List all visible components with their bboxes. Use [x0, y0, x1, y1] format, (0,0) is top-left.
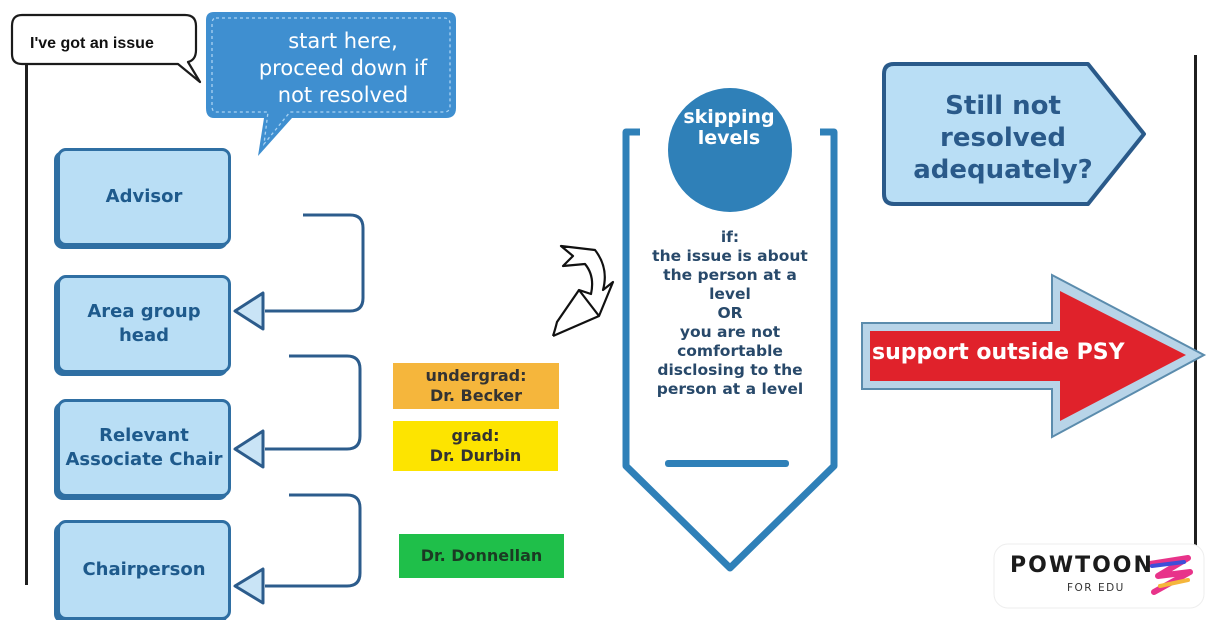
speech-bubble-icon: [10, 13, 202, 84]
title-line: levels: [697, 127, 761, 149]
condition-line: disclosing to the: [657, 361, 803, 379]
instruction-line: start here,: [288, 29, 398, 53]
skipping-levels-title: skipping levels: [655, 107, 803, 149]
undergrad-chair-tag: undergrad: Dr. Becker: [393, 363, 559, 409]
condition-line: level: [709, 285, 751, 303]
issue-speech-text: I've got an issue: [30, 35, 154, 52]
left-vertical-line: [25, 65, 28, 585]
tag-line: undergrad:: [425, 366, 527, 385]
chairperson-name-tag: Dr. Donnellan: [399, 534, 564, 578]
title-line: skipping: [683, 106, 775, 128]
curved-arrow-down-icon: [551, 244, 615, 338]
instruction-line: not resolved: [277, 83, 409, 107]
condition-line: comfortable: [677, 342, 783, 360]
question-line: resolved: [940, 123, 1066, 153]
associate-chair-box: Relevant Associate Chair: [57, 399, 231, 497]
box-label: Advisor: [105, 186, 183, 207]
condition-line: the person at a: [663, 266, 797, 284]
advisor-box: Advisor: [57, 148, 231, 246]
chat-bubble-icon: [206, 12, 456, 156]
bracket-arrow-left-icon: [233, 354, 362, 469]
still-not-resolved-shape: [882, 62, 1146, 206]
powtoon-brand-name: POWTOON: [1010, 553, 1154, 578]
box-label: head: [118, 325, 170, 346]
area-group-head-box: Area group head: [57, 275, 231, 373]
skipping-levels-conditions: if: the issue is about the person at a l…: [632, 228, 828, 399]
tag-line: Dr. Donnellan: [420, 546, 543, 565]
still-not-resolved-text: Still not resolved adequately?: [888, 90, 1118, 186]
bracket-arrow-left-icon: [233, 213, 365, 331]
condition-line: the issue is about: [652, 247, 808, 265]
grad-chair-tag: grad: Dr. Durbin: [393, 421, 558, 471]
condition-line: if:: [720, 228, 740, 246]
instruction-note: start here, proceed down if not resolved: [222, 28, 464, 109]
condition-line: person at a level: [656, 380, 804, 398]
tag-line: Dr. Becker: [429, 386, 523, 405]
chevron-ribbon-icon: [622, 88, 838, 572]
right-vertical-line: [1194, 55, 1197, 585]
box-label: Associate Chair: [65, 449, 223, 470]
question-line: Still not: [945, 91, 1061, 121]
support-outside-text: support outside PSY: [872, 340, 1125, 365]
red-arrow-right-icon: [861, 273, 1207, 439]
powtoon-logo-icon: [993, 543, 1205, 609]
tag-line: grad:: [451, 426, 500, 445]
box-label: Chairperson: [82, 559, 206, 580]
bracket-arrow-left-icon: [233, 493, 362, 605]
tag-line: Dr. Durbin: [429, 446, 522, 465]
condition-line: OR: [717, 304, 743, 322]
box-label: Relevant: [99, 425, 189, 446]
condition-line: you are not: [679, 323, 781, 341]
question-line: adequately?: [913, 155, 1093, 185]
instruction-line: proceed down if: [258, 56, 428, 80]
box-label: Area group: [87, 301, 201, 322]
powtoon-brand-sub: FOR EDU: [1067, 582, 1125, 594]
chairperson-box: Chairperson: [57, 520, 231, 620]
